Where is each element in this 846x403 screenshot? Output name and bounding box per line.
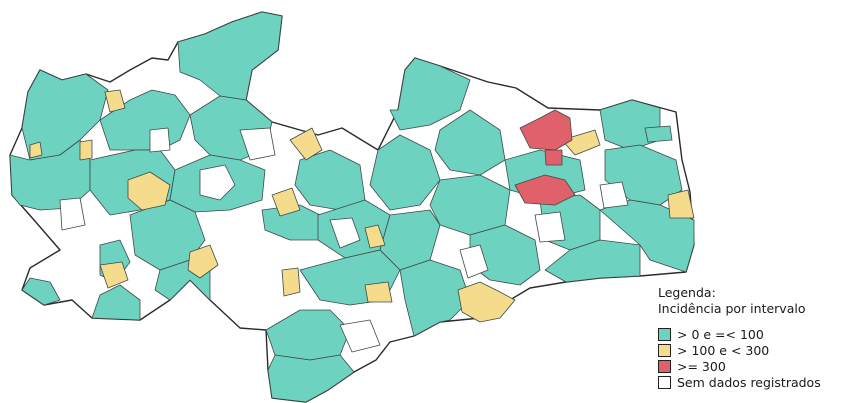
legend-swatch <box>658 344 671 357</box>
legend-title: Legenda: <box>658 285 716 300</box>
legend-subtitle: Incidência por intervalo <box>658 301 806 316</box>
legend-item: > 100 e < 300 <box>658 343 846 358</box>
region-white <box>534 211 566 243</box>
region-teal <box>369 134 441 211</box>
municipality-regions <box>9 11 695 403</box>
region-white <box>59 197 86 231</box>
region-yellow <box>79 139 93 161</box>
region-yellow <box>104 89 126 113</box>
region-yellow <box>187 244 219 279</box>
legend-swatch <box>658 360 671 373</box>
region-yellow <box>667 189 695 219</box>
region-teal <box>21 277 61 306</box>
region-teal <box>544 239 641 283</box>
region-yellow <box>271 187 301 217</box>
region-teal <box>177 11 283 101</box>
region-yellow <box>364 224 386 249</box>
region-white <box>329 217 361 249</box>
region-white <box>339 319 381 353</box>
legend-swatch <box>658 328 671 341</box>
region-yellow <box>99 261 129 289</box>
region-white <box>199 164 236 201</box>
legend-item: > 0 e =< 100 <box>658 327 846 342</box>
region-red <box>519 109 573 151</box>
region-white <box>149 127 171 153</box>
region-yellow <box>457 281 516 323</box>
legend-item: Sem dados registrados <box>658 375 846 390</box>
region-white <box>239 127 276 161</box>
region-teal <box>434 109 506 176</box>
region-yellow <box>561 129 601 156</box>
region-white <box>459 244 489 279</box>
region-yellow <box>127 171 171 211</box>
legend-swatch <box>658 376 671 389</box>
region-teal <box>91 284 141 321</box>
legend-label: > 0 e =< 100 <box>677 327 764 342</box>
region-yellow <box>281 267 301 297</box>
region-yellow <box>289 127 323 161</box>
region-white <box>599 181 629 209</box>
legend-label: >= 300 <box>677 359 726 374</box>
region-red <box>514 174 576 206</box>
region-teal <box>644 125 673 143</box>
map-legend: Legenda: Incidência por intervalo > 0 e … <box>658 285 846 390</box>
legend-item: >= 300 <box>658 359 846 374</box>
legend-label: > 100 e < 300 <box>677 343 770 358</box>
region-teal <box>267 354 355 403</box>
region-teal <box>399 259 471 337</box>
region-red <box>544 149 563 166</box>
region-teal <box>389 57 471 131</box>
region-yellow <box>364 281 393 303</box>
region-yellow <box>29 141 43 159</box>
legend-label: Sem dados registrados <box>677 375 821 390</box>
region-teal <box>429 174 511 236</box>
